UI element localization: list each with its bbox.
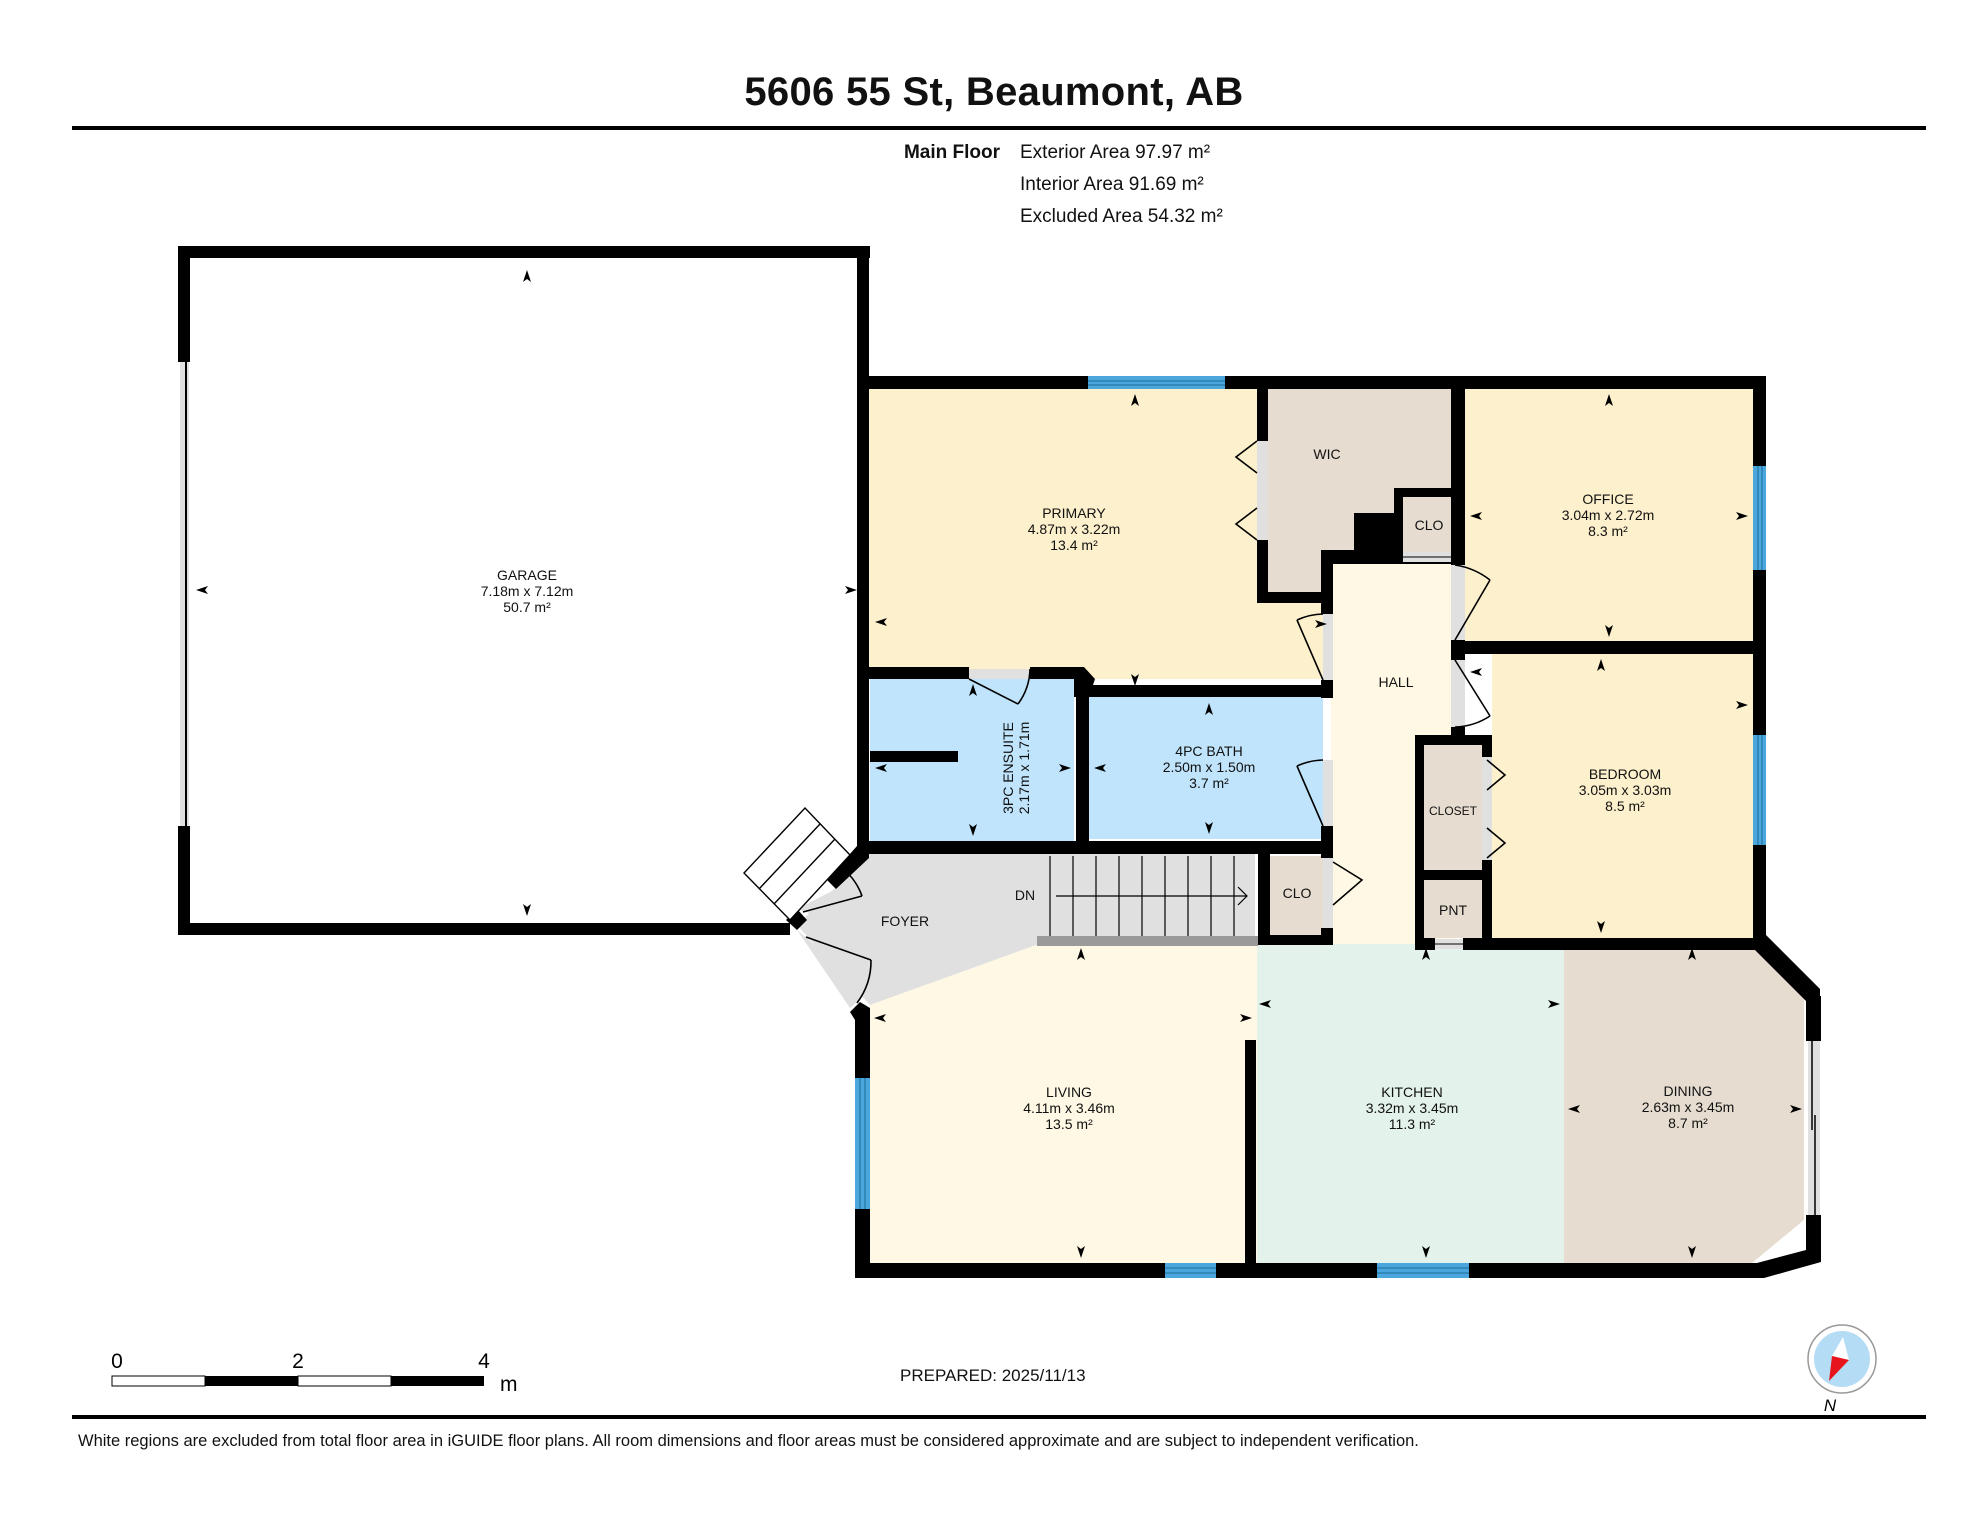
pnt-label: PNT	[1439, 902, 1467, 918]
compass-north-label: N	[1824, 1396, 1837, 1415]
primary-floor-lower	[869, 590, 1334, 679]
office-label: OFFICE	[1582, 491, 1633, 507]
bath-area: 3.7 m²	[1189, 775, 1229, 791]
pnt-floor	[1424, 880, 1482, 938]
ensuite-label: 3PC ENSUITE	[1000, 722, 1016, 814]
window-office-right	[1753, 466, 1766, 570]
garage-door	[180, 362, 189, 826]
page-title: 5606 55 St, Beaumont, AB	[744, 70, 1244, 114]
office-dims: 3.04m x 2.72m	[1562, 507, 1655, 523]
ensuite-dims: 2.17m x 1.71m	[1016, 722, 1032, 815]
bedroom-label: BEDROOM	[1589, 766, 1661, 782]
garage-floor	[190, 258, 860, 923]
garage-dims: 7.18m x 7.12m	[481, 583, 574, 599]
disclaimer-text: White regions are excluded from total fl…	[78, 1432, 1419, 1450]
header-divider	[72, 126, 1926, 130]
dining-slider-door	[1808, 1041, 1820, 1215]
door-wic-bifold	[1234, 440, 1268, 541]
entry-steps	[743, 806, 851, 922]
closet-floor	[1424, 745, 1482, 870]
clo-wic-floor	[1395, 497, 1451, 552]
garage-label: GARAGE	[497, 567, 557, 583]
bath-label: 4PC BATH	[1175, 743, 1242, 759]
scale-bar: 0 2 4 m	[111, 1350, 517, 1396]
clo-stairs-floor	[1270, 856, 1323, 937]
garage-area: 50.7 m²	[503, 599, 551, 615]
door-clo-stairs	[1323, 858, 1364, 928]
dining-dims: 2.63m x 3.45m	[1642, 1099, 1735, 1115]
bath-floor	[1089, 697, 1323, 839]
prepared-date: PREPARED: 2025/11/13	[900, 1366, 1086, 1385]
footer-divider	[72, 1415, 1926, 1419]
stair-landing-rail	[1037, 936, 1258, 946]
office-floor	[1465, 389, 1753, 642]
kitchen-area: 11.3 m²	[1389, 1116, 1436, 1132]
door-office	[1451, 564, 1491, 641]
kitchen-floor	[1257, 944, 1564, 1263]
wic-label: WIC	[1313, 446, 1340, 462]
living-floor	[870, 944, 1257, 1263]
window-living-bottom	[1165, 1263, 1216, 1278]
kitchen-dims: 3.32m x 3.45m	[1366, 1100, 1459, 1116]
stairs-floor	[1048, 854, 1255, 942]
interior-area: Interior Area 91.69 m²	[1020, 174, 1204, 195]
door-front-lower	[797, 930, 872, 1008]
stairs-dn-label: DN	[1015, 887, 1035, 903]
living-area: 13.5 m²	[1045, 1116, 1093, 1132]
door-bath	[1296, 759, 1333, 827]
primary-dims: 4.87m x 3.22m	[1028, 521, 1121, 537]
scale-tick-0: 0	[111, 1350, 123, 1373]
primary-area: 13.4 m²	[1050, 537, 1098, 553]
primary-label: PRIMARY	[1042, 505, 1106, 521]
door-ensuite	[968, 668, 1031, 705]
living-label: LIVING	[1046, 1084, 1092, 1100]
window-kitchen-bottom	[1377, 1263, 1469, 1278]
window-living-left	[855, 1078, 870, 1209]
door-primary-to-hall	[1296, 613, 1333, 681]
closet-label: CLOSET	[1429, 804, 1478, 818]
doors	[797, 440, 1507, 1008]
stairs	[743, 806, 1258, 946]
scale-tick-4: 4	[478, 1350, 490, 1373]
windows	[180, 362, 1820, 1278]
dining-floor	[1564, 944, 1804, 1263]
exterior-area: Exterior Area 97.97 m²	[1020, 142, 1211, 163]
dimension-arrows	[196, 270, 1802, 1258]
door-clo-wic	[1403, 552, 1451, 562]
window-bedroom-right	[1753, 735, 1766, 845]
door-pnt	[1435, 939, 1463, 949]
living-dims: 4.11m x 3.46m	[1023, 1100, 1115, 1116]
wic-floor	[1257, 389, 1451, 592]
compass-icon: N	[1807, 1324, 1877, 1415]
window-primary-top	[1088, 376, 1225, 389]
bath-dims: 2.50m x 1.50m	[1163, 759, 1256, 775]
foyer-label: FOYER	[881, 913, 929, 929]
dining-label: DINING	[1664, 1083, 1713, 1099]
floor-name: Main Floor	[903, 142, 1000, 163]
hall-label: HALL	[1378, 674, 1413, 690]
door-closet-bifold	[1482, 757, 1507, 860]
clo-wic-label: CLO	[1415, 517, 1444, 533]
excluded-area: Excluded Area 54.32 m²	[1020, 206, 1223, 227]
kitchen-label: KITCHEN	[1381, 1084, 1442, 1100]
office-area: 8.3 m²	[1588, 523, 1628, 539]
bedroom-dims: 3.05m x 3.03m	[1579, 782, 1672, 798]
dining-area: 8.7 m²	[1668, 1115, 1708, 1131]
bedroom-area: 8.5 m²	[1605, 798, 1645, 814]
scale-tick-2: 2	[292, 1350, 304, 1373]
scale-unit: m	[500, 1373, 518, 1396]
room-labels: GARAGE 7.18m x 7.12m 50.7 m² PRIMARY 4.8…	[481, 446, 1735, 1132]
walls	[178, 246, 1821, 1278]
bedroom-floor	[1492, 654, 1753, 938]
door-bedroom	[1451, 659, 1491, 728]
clo-stairs-label: CLO	[1283, 885, 1312, 901]
room-fills	[190, 258, 1804, 1263]
